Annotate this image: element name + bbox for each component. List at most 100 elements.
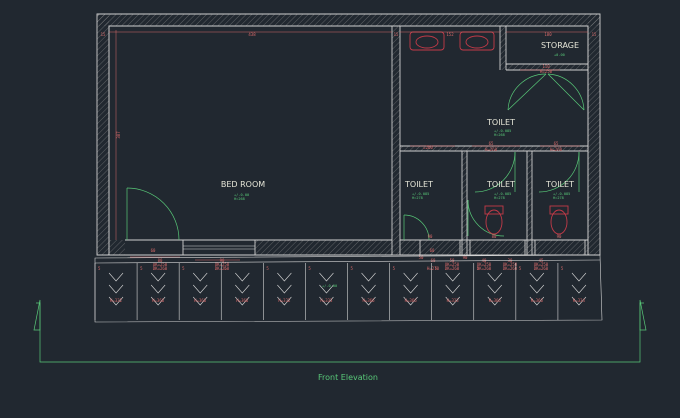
stair-chevron	[445, 272, 460, 282]
opening-0-line-1: UK=250	[153, 262, 168, 267]
bay-top-number: 5	[393, 266, 396, 271]
toilet-left-door[interactable]	[403, 214, 430, 241]
storage-label: STORAGE	[541, 41, 579, 50]
toilet-left-label: TOILET	[404, 180, 433, 189]
stair-chevron	[192, 272, 208, 282]
toilet-main-level: +/-0.085	[494, 129, 511, 133]
outer-walls	[96, 13, 601, 256]
bay-top-number: 5	[561, 266, 564, 271]
stair-chevron	[192, 284, 208, 294]
toilet-main-level-sub: H=268	[494, 133, 505, 137]
bay-label: H=334	[573, 298, 586, 303]
stair-chevron	[235, 284, 250, 294]
bay-top-number: 5	[182, 266, 185, 271]
front-elevation-marker: Front Elevation	[33, 299, 647, 382]
opening-1-line-0: 90	[220, 258, 225, 263]
toilet-mid-label: TOILET	[486, 180, 515, 189]
sink-left-icon	[409, 31, 445, 51]
opening-5-line-1: UK=250	[503, 262, 518, 267]
opening-3-line-0: 50	[450, 258, 455, 263]
toilet-bowl-mid-icon	[484, 205, 504, 235]
dim-mid-sub-b: H=260	[550, 147, 563, 152]
bay-label: H=332	[110, 298, 123, 303]
toilet-right-label: TOILET	[545, 180, 574, 189]
stair-chevron	[487, 284, 503, 294]
bedroom-door[interactable]	[126, 187, 180, 241]
opening-2-line-0: 60	[431, 258, 436, 263]
stair-chevron	[571, 296, 587, 306]
bay-label: H=366	[236, 298, 249, 303]
terrace: H=3325H=3665H=3665H=3665H=3325H=3335H=36…	[94, 254, 603, 323]
stair-chevron	[235, 296, 250, 306]
dimension-lines	[109, 30, 588, 261]
bay-label: H=366	[405, 298, 418, 303]
doors	[126, 73, 585, 241]
dim-bottom-b: 90	[428, 234, 433, 239]
bedroom-level-sub: H=268	[234, 197, 245, 201]
storage-door[interactable]	[507, 73, 585, 111]
bay-top-number: 5	[435, 266, 438, 271]
stair-chevron	[529, 272, 545, 282]
dim-bottom-d: 60	[430, 248, 435, 253]
dim-bottom-c: 80	[492, 234, 497, 239]
bay-top-number: 5	[351, 266, 354, 271]
stair-chevron	[403, 272, 418, 282]
dim-mid-top-a: 65	[489, 141, 494, 146]
bay-label: H=333	[320, 298, 333, 303]
bay-top-number: 5	[308, 266, 311, 271]
stair-chevron	[192, 296, 208, 306]
stair-chevron	[403, 284, 418, 294]
toilet-right-level: +/-0.085	[553, 192, 570, 196]
toilet-bowl-right-icon	[549, 205, 569, 235]
dim-top-bedroom: 438	[248, 32, 256, 37]
toilet-left-level-sub: H=278	[412, 196, 423, 200]
dim-mid-top-b: 65	[554, 141, 559, 146]
toilet-main-label: TOILET	[486, 118, 515, 127]
stair-chevron	[361, 296, 376, 306]
stair-chevron	[277, 284, 292, 294]
dim-left-height: 387	[116, 131, 121, 139]
corridor-door[interactable]	[467, 199, 505, 237]
stair-chevron	[108, 272, 124, 282]
dim-top-edge-mid: 15	[394, 32, 399, 37]
stair-chevron	[361, 272, 376, 282]
storage-level: +0.00	[554, 53, 565, 57]
room-labels: BED ROOM +/-0.00 H=268 STORAGE +0.00 TOI…	[221, 41, 579, 201]
stair-chevron	[150, 296, 166, 306]
toilet-right-door[interactable]	[538, 151, 580, 193]
opening-1-line-2: DK=260	[215, 266, 230, 271]
dim-storage-door-w: 110	[542, 64, 550, 69]
dim-top-edge-left: 15	[101, 32, 106, 37]
bay-top-number: 5	[140, 266, 143, 271]
stair-chevron	[277, 296, 292, 306]
dim-bottom-e: 90	[463, 255, 468, 260]
dimension-texts: 438 152 180 15 15 15 387 110 H=250 =260 …	[101, 32, 597, 260]
bay-label: H=366	[363, 298, 376, 303]
opening-2-line-2: H=270	[427, 266, 440, 271]
toilet-mid-level-sub: H=278	[494, 196, 505, 200]
dim-bottom-a: 60	[151, 248, 156, 253]
stair-chevron	[319, 284, 334, 294]
stair-chevron	[487, 296, 503, 306]
bay-label: H=366	[152, 298, 165, 303]
toilet-mid-level: +/-0.085	[494, 192, 511, 196]
opening-3-line-2: DK=260	[445, 266, 460, 271]
stair-chevron	[319, 272, 334, 282]
toilet-mid-door[interactable]	[474, 151, 516, 193]
dim-toilet-partition: =260	[423, 145, 433, 150]
opening-0-line-2: DK=260	[153, 266, 168, 271]
toilet-right-level-sub: H=278	[553, 196, 564, 200]
stair-chevron	[108, 296, 124, 306]
terrace-level: +/-0.00	[322, 284, 337, 288]
front-elevation-label: Front Elevation	[318, 373, 378, 382]
opening-5-line-2: DK=260	[503, 266, 518, 271]
fixtures	[409, 31, 569, 235]
dim-bottom-f: 90	[557, 234, 562, 239]
bay-label: H=366	[489, 298, 502, 303]
bay-top-number: 5	[98, 266, 101, 271]
opening-4-line-2: DK=260	[477, 266, 492, 271]
bedroom-level: +/-0.00	[234, 193, 249, 197]
dim-bottom-g: 50	[419, 255, 424, 260]
stair-chevron	[529, 284, 545, 294]
